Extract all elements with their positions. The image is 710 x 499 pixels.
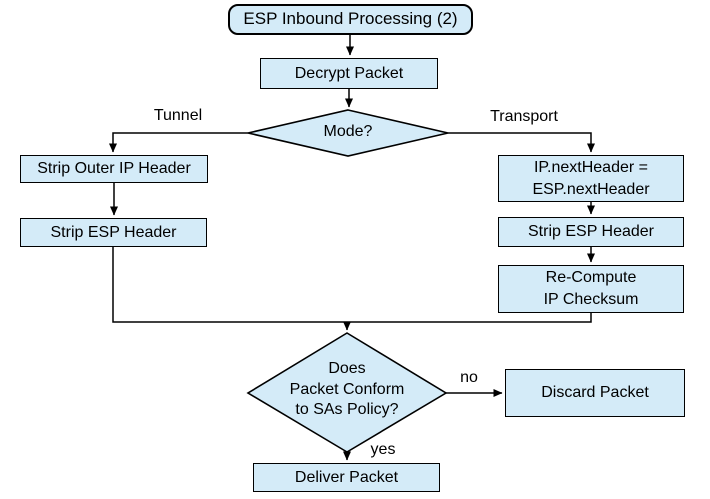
connector-left-merge [112, 247, 347, 323]
node-deliver-packet: Deliver Packet [253, 463, 440, 492]
node-strip-esp-header-tunnel: Strip ESP Header [20, 218, 207, 247]
edge-label-transport: Transport [490, 108, 558, 125]
node-esp-inbound-processing: ESP Inbound Processing (2) [228, 4, 473, 35]
node-strip-esp-header-transport: Strip ESP Header [498, 217, 684, 247]
edge-label-tunnel: Tunnel [153, 107, 203, 124]
decision-mode-shape [247, 109, 449, 157]
node-discard-packet: Discard Packet [505, 369, 685, 417]
node-recompute-ip-checksum: Re-Compute IP Checksum [498, 265, 684, 313]
node-decrypt-packet: Decrypt Packet [260, 58, 438, 89]
connector-mode-transport-branch [448, 132, 595, 153]
edge-label-yes: yes [370, 441, 396, 458]
decision-policy-shape [246, 332, 448, 453]
node-ip-nextheader: IP.nextHeader = ESP.nextHeader [498, 155, 684, 202]
edge-label-no: no [460, 369, 478, 386]
connector-mode-tunnel-branch [109, 132, 248, 153]
connector-right-merge [347, 313, 592, 323]
node-strip-outer-ip-header: Strip Outer IP Header [20, 155, 208, 183]
